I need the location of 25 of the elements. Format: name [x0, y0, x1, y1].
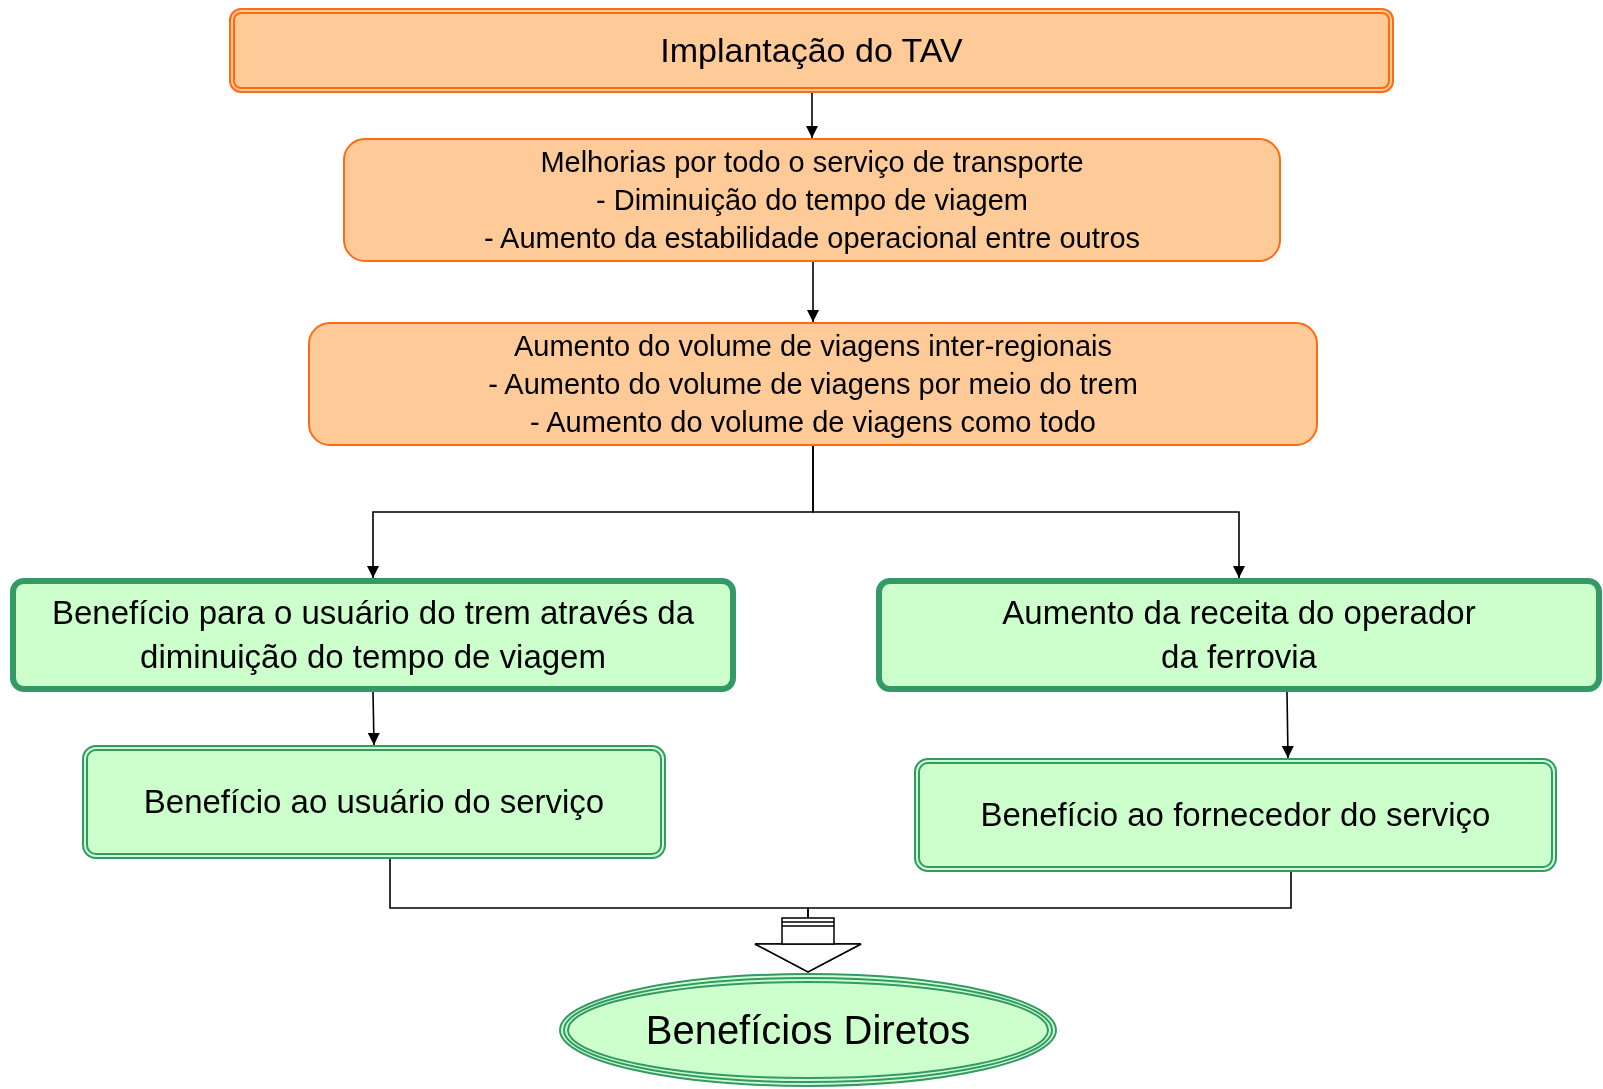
arrow	[754, 871, 1292, 973]
arrow	[812, 445, 1245, 579]
process-box	[308, 322, 1318, 446]
ellipse-label: Benefícios Diretos	[645, 1006, 971, 1054]
box-text: Benefício ao fornecedor do serviço	[980, 795, 1491, 836]
box-text: Melhorias por todo o serviço de transporte	[540, 144, 1084, 180]
box-text: - Aumento da estabilidade operacional entre outros	[483, 221, 1141, 257]
box-text: Benefício para o usuário do trem através da diminuição do tempo de viagem	[50, 593, 695, 677]
arrow	[1281, 691, 1294, 759]
process-box	[10, 578, 736, 692]
box-text: Aumento da receita do operador da ferrovia	[1002, 593, 1476, 677]
box-text: - Aumento do volume de viagens como todo	[530, 405, 1096, 441]
process-box	[82, 745, 666, 859]
arrow	[807, 261, 819, 323]
box-text: Aumento do volume de viagens inter-regionais	[513, 328, 1113, 364]
box-text: Benefício ao usuário do serviço	[143, 782, 605, 823]
process-box	[229, 8, 1394, 93]
arrow	[367, 691, 380, 746]
box-text: Implantação do TAV	[660, 30, 963, 72]
process-box	[343, 138, 1281, 262]
box-text: - Aumento do volume de viagens por meio do trem	[488, 366, 1138, 402]
process-box	[876, 578, 1602, 692]
arrow	[806, 92, 818, 139]
process-box	[914, 758, 1557, 872]
box-text: - Diminuição do tempo de viagem	[596, 182, 1028, 218]
